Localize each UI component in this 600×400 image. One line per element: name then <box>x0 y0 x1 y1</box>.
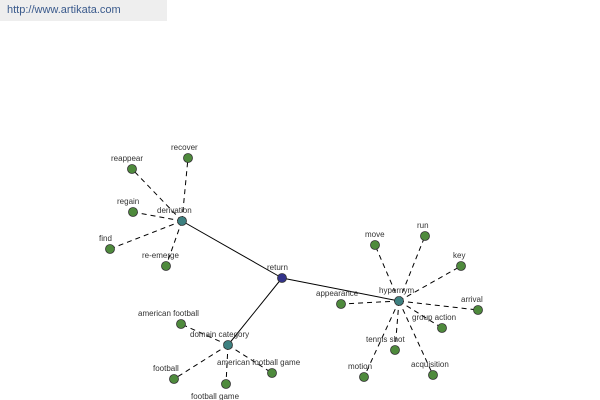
edge-return-derivation <box>181 220 283 279</box>
leaf-label-find[interactable]: find <box>99 234 112 243</box>
relation-label-domain-category[interactable]: domain category <box>190 330 249 339</box>
graph-edges <box>109 157 479 385</box>
leaf-label-appearance[interactable]: appearance <box>316 289 359 298</box>
leaf-label-recover[interactable]: recover <box>171 143 198 152</box>
leaf-label-american-football[interactable]: american football <box>138 309 199 318</box>
leaf-label-key[interactable]: key <box>453 251 465 260</box>
edge-domain-category-football <box>173 344 229 380</box>
leaf-label-motion[interactable]: motion <box>348 362 372 371</box>
leaf-label-football[interactable]: football <box>153 364 179 373</box>
leaf-label-run[interactable]: run <box>417 221 429 230</box>
leaf-node-find[interactable] <box>105 244 115 254</box>
graph-labels: recover reappear regain find re-emerge move ru… <box>99 143 483 400</box>
leaf-node-regain[interactable] <box>128 207 138 217</box>
leaf-node-motion[interactable] <box>359 372 369 382</box>
root-node-return[interactable] <box>277 273 287 283</box>
leaf-label-re-emerge[interactable]: re-emerge <box>142 251 179 260</box>
edge-return-domain-category <box>227 277 283 346</box>
edge-hypernym-tennis-shot <box>394 300 400 351</box>
relation-label-derivation[interactable]: derivation <box>157 206 192 215</box>
leaf-label-american-football-game[interactable]: american football game <box>217 358 301 367</box>
edge-hypernym-run <box>398 235 426 302</box>
edge-derivation-re-emerge <box>165 220 183 267</box>
root-label-return[interactable]: return <box>267 263 288 272</box>
edge-hypernym-motion <box>363 300 400 378</box>
leaf-node-football[interactable] <box>169 374 179 384</box>
edge-domain-category-football-game <box>225 344 229 385</box>
edge-hypernym-appearance <box>340 300 400 305</box>
leaf-node-tennis-shot[interactable] <box>390 345 400 355</box>
leaf-node-move[interactable] <box>370 240 380 250</box>
edge-return-hypernym <box>281 277 400 302</box>
leaf-label-tennis-shot[interactable]: tennis shot <box>366 335 405 344</box>
edge-hypernym-move <box>374 244 400 302</box>
edge-derivation-recover <box>181 157 189 222</box>
leaf-label-football-game[interactable]: football game <box>191 392 240 400</box>
relation-node-derivation[interactable] <box>177 216 187 226</box>
edge-hypernym-arrival <box>398 300 479 311</box>
leaf-label-arrival[interactable]: arrival <box>461 295 483 304</box>
leaf-node-arrival[interactable] <box>473 305 483 315</box>
leaf-label-acquisition[interactable]: acquisition <box>411 360 449 369</box>
leaf-label-reappear[interactable]: reappear <box>111 154 143 163</box>
leaf-node-american-football[interactable] <box>176 319 186 329</box>
leaf-node-acquisition[interactable] <box>428 370 438 380</box>
leaf-node-key[interactable] <box>456 261 466 271</box>
leaf-node-american-football-game[interactable] <box>267 368 277 378</box>
relation-node-domain-category[interactable] <box>223 340 233 350</box>
graph-nodes <box>105 153 483 389</box>
edge-derivation-find <box>109 220 183 250</box>
edge-derivation-reappear <box>131 168 183 222</box>
site-url[interactable]: http://www.artikata.com <box>0 0 167 21</box>
leaf-node-football-game[interactable] <box>221 379 231 389</box>
leaf-node-run[interactable] <box>420 231 430 241</box>
leaf-label-move[interactable]: move <box>365 230 385 239</box>
edge-hypernym-key <box>398 265 462 302</box>
relation-label-hypernym[interactable]: hypernym <box>379 286 414 295</box>
leaf-node-appearance[interactable] <box>336 299 346 309</box>
leaf-node-group-action[interactable] <box>437 323 447 333</box>
relation-node-hypernym[interactable] <box>394 296 404 306</box>
leaf-label-regain[interactable]: regain <box>117 197 139 206</box>
edge-hypernym-acquisition <box>398 300 434 376</box>
leaf-label-group-action[interactable]: group action <box>412 313 456 322</box>
leaf-node-reappear[interactable] <box>127 164 137 174</box>
leaf-node-recover[interactable] <box>183 153 193 163</box>
leaf-node-re-emerge[interactable] <box>161 261 171 271</box>
